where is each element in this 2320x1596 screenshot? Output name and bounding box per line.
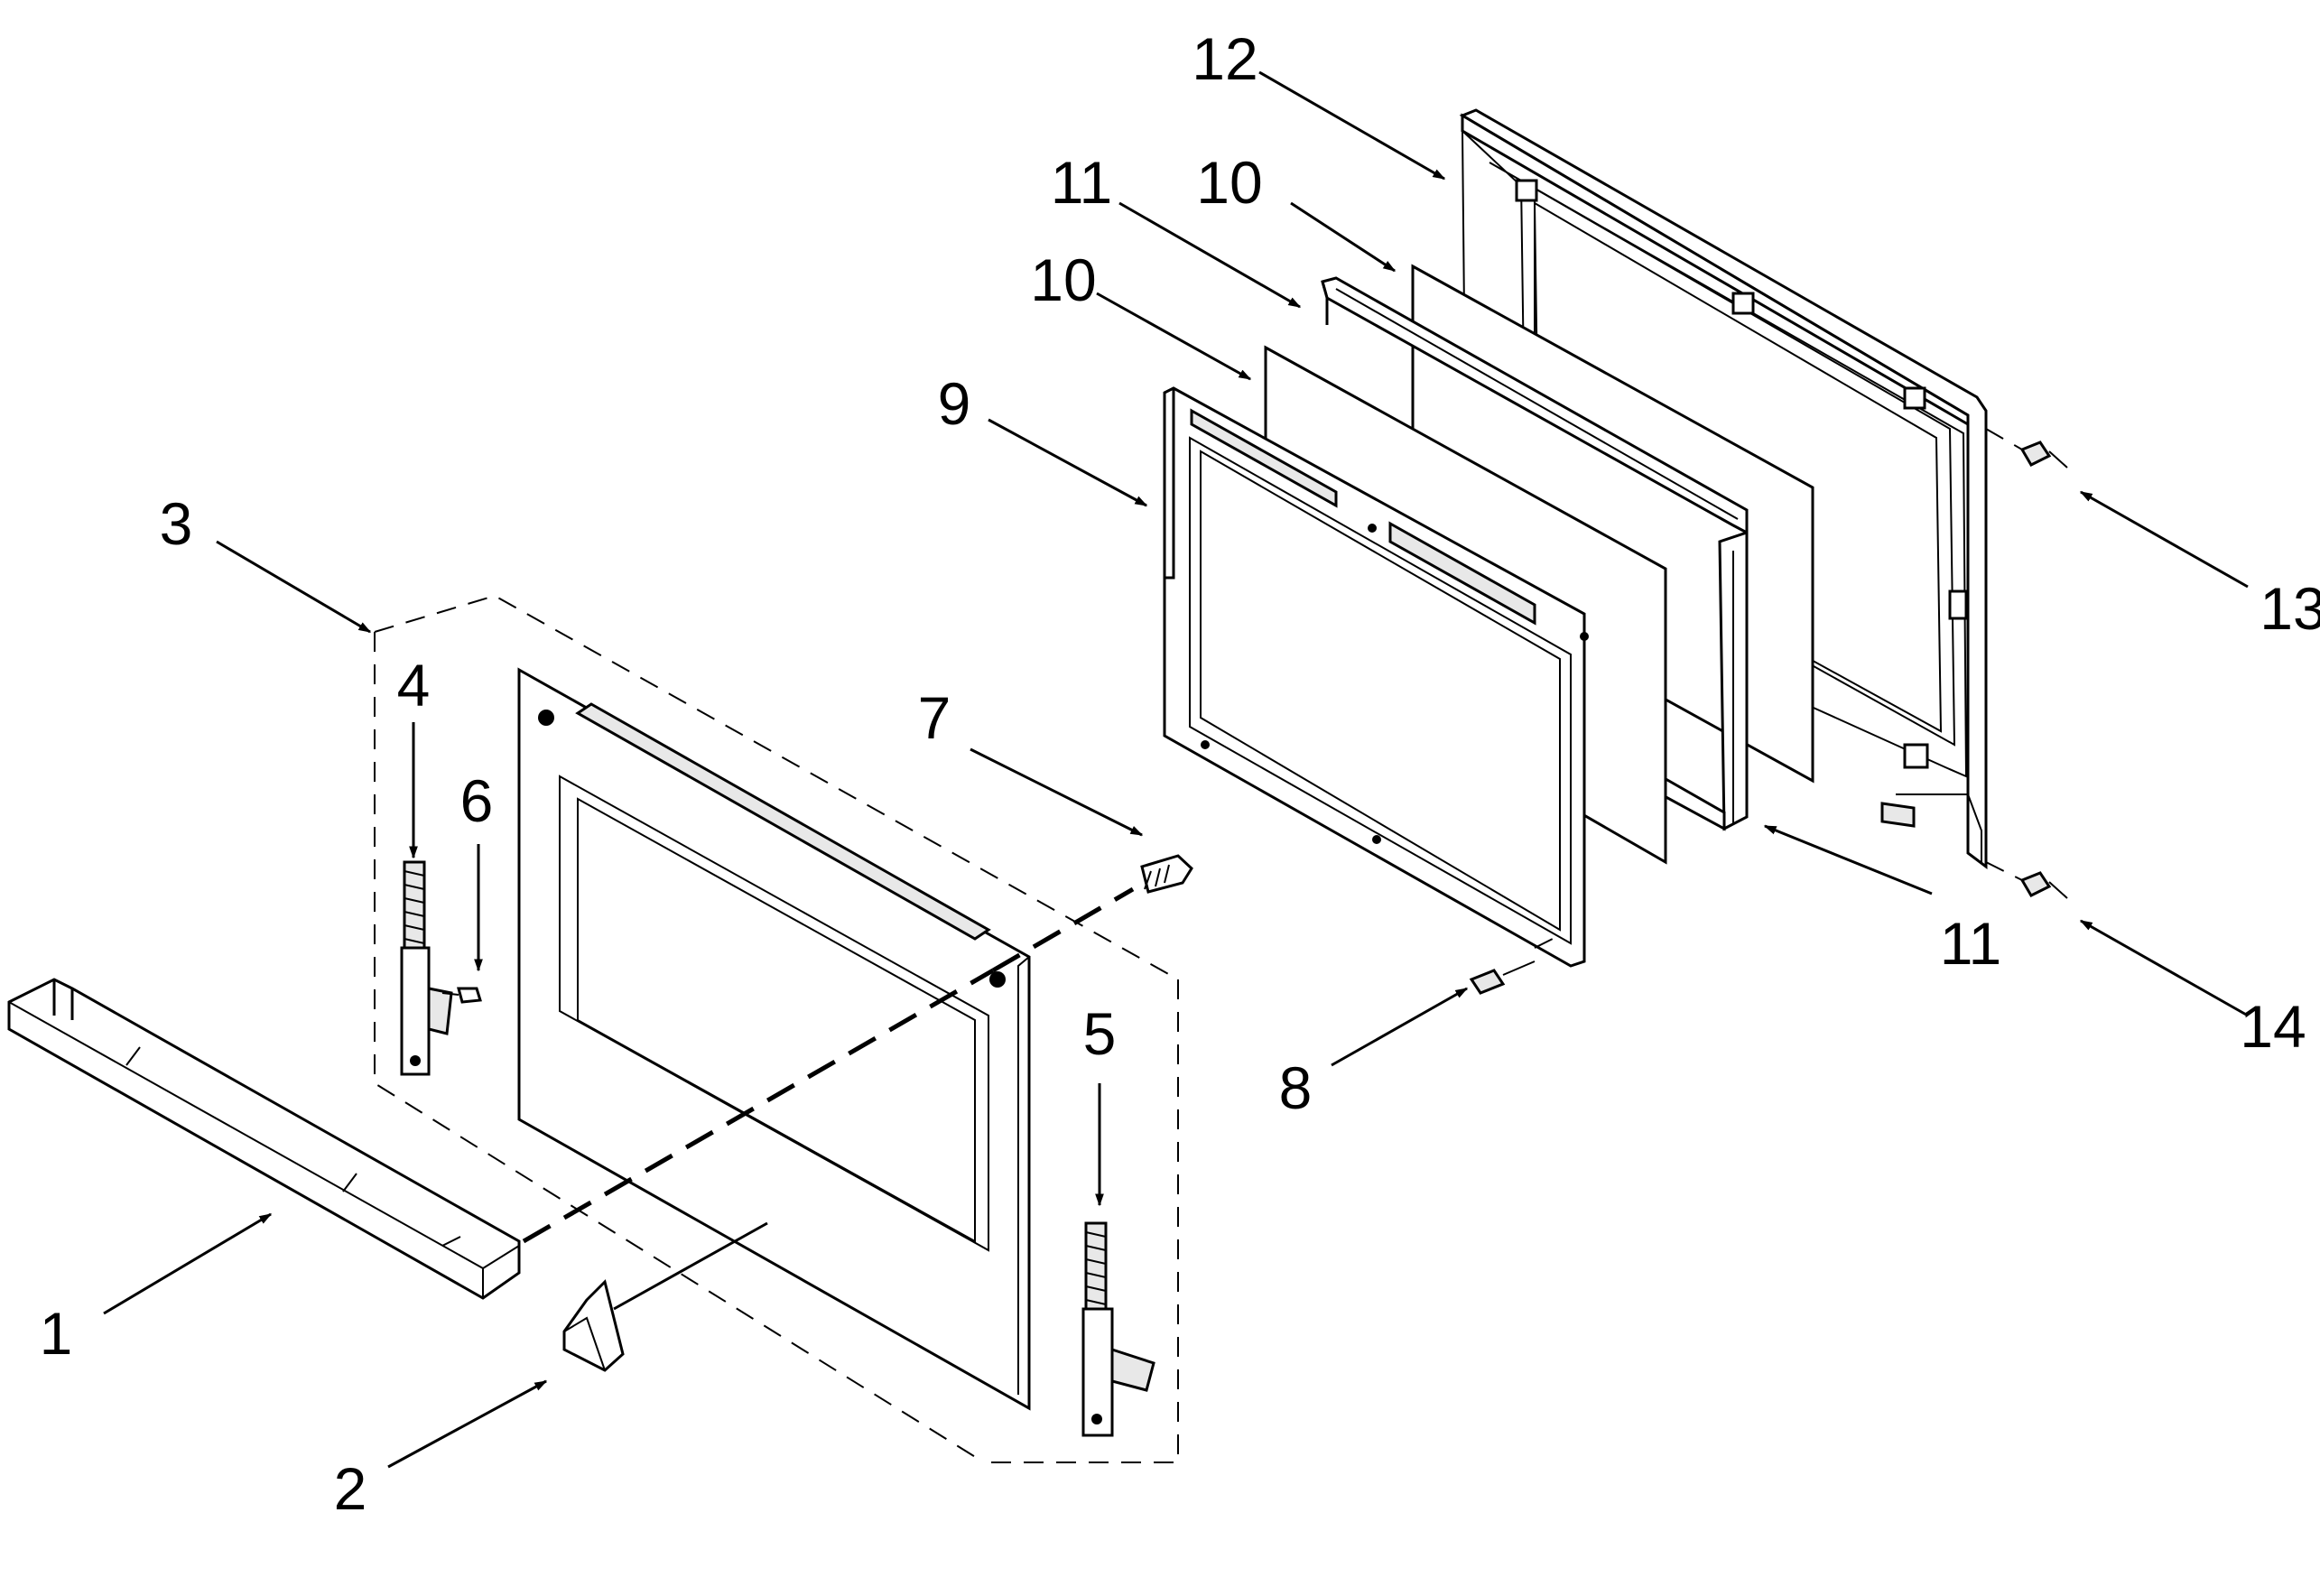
leader-3 <box>216 540 372 634</box>
leader-arrows <box>103 70 2249 1469</box>
leader-2 <box>387 1379 548 1469</box>
leader-7 <box>970 747 1144 837</box>
callout-10-rear: 10 <box>1196 149 1262 216</box>
part-4-hinge-left <box>400 860 453 1076</box>
callout-4: 4 <box>397 652 431 719</box>
part-9-inner-door-panel <box>1163 386 1589 968</box>
leader-8 <box>1331 987 1469 1067</box>
part-7-screw <box>1140 854 1193 894</box>
part-13-screw <box>2019 441 2068 469</box>
callout-5: 5 <box>1083 1000 1117 1067</box>
part-8-screw <box>1469 960 1536 995</box>
part-5-hinge-right <box>1081 1221 1155 1437</box>
callout-9: 9 <box>938 370 971 437</box>
leader-11b <box>1763 824 1933 895</box>
leader-11a <box>1118 201 1302 309</box>
assembly-lines <box>522 428 2023 1311</box>
callout-7: 7 <box>918 684 951 751</box>
callout-13: 13 <box>2260 575 2320 642</box>
leader-10b <box>1290 201 1397 273</box>
callout-12: 12 <box>1192 25 1257 92</box>
callout-10-front: 10 <box>1030 246 1096 313</box>
part-11-rear-glass-spacer <box>1321 276 1749 831</box>
callout-3: 3 <box>160 490 193 557</box>
leader-14 <box>2079 919 2249 1017</box>
part-2-bracket <box>562 1279 625 1372</box>
callout-6: 6 <box>460 767 494 834</box>
leader-12 <box>1258 70 1446 181</box>
leader-13 <box>2079 490 2249 589</box>
callout-14: 14 <box>2240 993 2306 1060</box>
part-6-hinge-screw <box>441 987 482 1004</box>
leader-1 <box>103 1212 273 1315</box>
leader-10a <box>1096 292 1252 381</box>
callout-11-bottom: 11 <box>1940 910 2002 977</box>
callout-11-top: 11 <box>1051 149 1113 216</box>
part-14-screw <box>2019 871 2068 899</box>
callout-1: 1 <box>40 1300 73 1367</box>
part-3-outer-door-assembly <box>374 594 1179 1463</box>
leader-9 <box>988 418 1148 507</box>
part-1-door-handle <box>7 978 521 1300</box>
callout-2: 2 <box>334 1455 367 1522</box>
callout-labels: 1 2 3 4 5 6 7 8 9 10 10 11 11 12 13 14 <box>40 25 2320 1522</box>
callout-8: 8 <box>1279 1054 1313 1121</box>
